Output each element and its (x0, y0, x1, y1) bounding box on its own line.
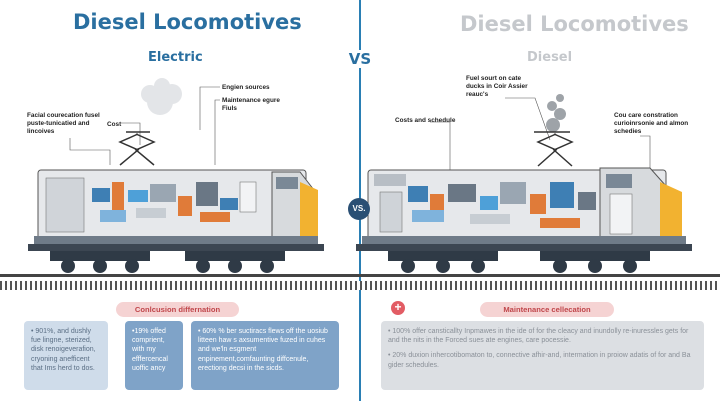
right-title: Diesel Locomotives (460, 12, 689, 36)
plus-icon: + (391, 301, 405, 315)
annotation-fuel: Fuel sourt on cate ducks in Coir Assier … (466, 75, 528, 98)
pantograph-icon (534, 131, 574, 167)
vs-badge: VS. (348, 198, 370, 220)
smoke-icon (141, 78, 182, 115)
annotation-cou: Cou care constration curioinrsonie and a… (614, 112, 689, 135)
left-panel-3: • 60% % ber suctiracs flews off the uosi… (191, 321, 339, 390)
left-section-pill: Conlcusion differnation (116, 302, 239, 317)
diesel-locomotive (356, 167, 692, 251)
smoke-icon (546, 94, 566, 132)
annotation-cost: Cost (107, 121, 122, 128)
annotation-engine-sources: Engien sources (222, 84, 270, 91)
rail-track (0, 281, 720, 290)
annotation-costs: Costs and schedule (395, 117, 456, 124)
left-panel-1: • 901%, and dushly fue lingne, sterized,… (24, 321, 108, 390)
right-section-pill: Maintenance cellecation (480, 302, 614, 317)
left-title: Diesel Locomotives (73, 10, 302, 34)
right-panel-text-2: • 20% duxion inhercotibomaton to, connec… (388, 352, 691, 369)
vs-label: VS (345, 50, 375, 68)
left-subtitle: Electric (148, 50, 203, 65)
electric-locomotive (28, 169, 324, 251)
annotation-maintenance: Maintenance egure Fiuls (222, 97, 280, 112)
right-panel: • 100% offer cansticallty Inpmawes in th… (381, 321, 704, 390)
right-panel-text-1: • 100% offer cansticallty Inpmawes in th… (388, 328, 689, 345)
annotation-facial: Facial courecation fusel puste-tunicatie… (27, 112, 100, 135)
left-panel-2: •19% offed comprient, with my efffercenc… (125, 321, 183, 390)
right-subtitle: Diesel (527, 50, 573, 65)
pantograph-icon (118, 131, 156, 166)
locomotive-illustration (0, 78, 720, 277)
